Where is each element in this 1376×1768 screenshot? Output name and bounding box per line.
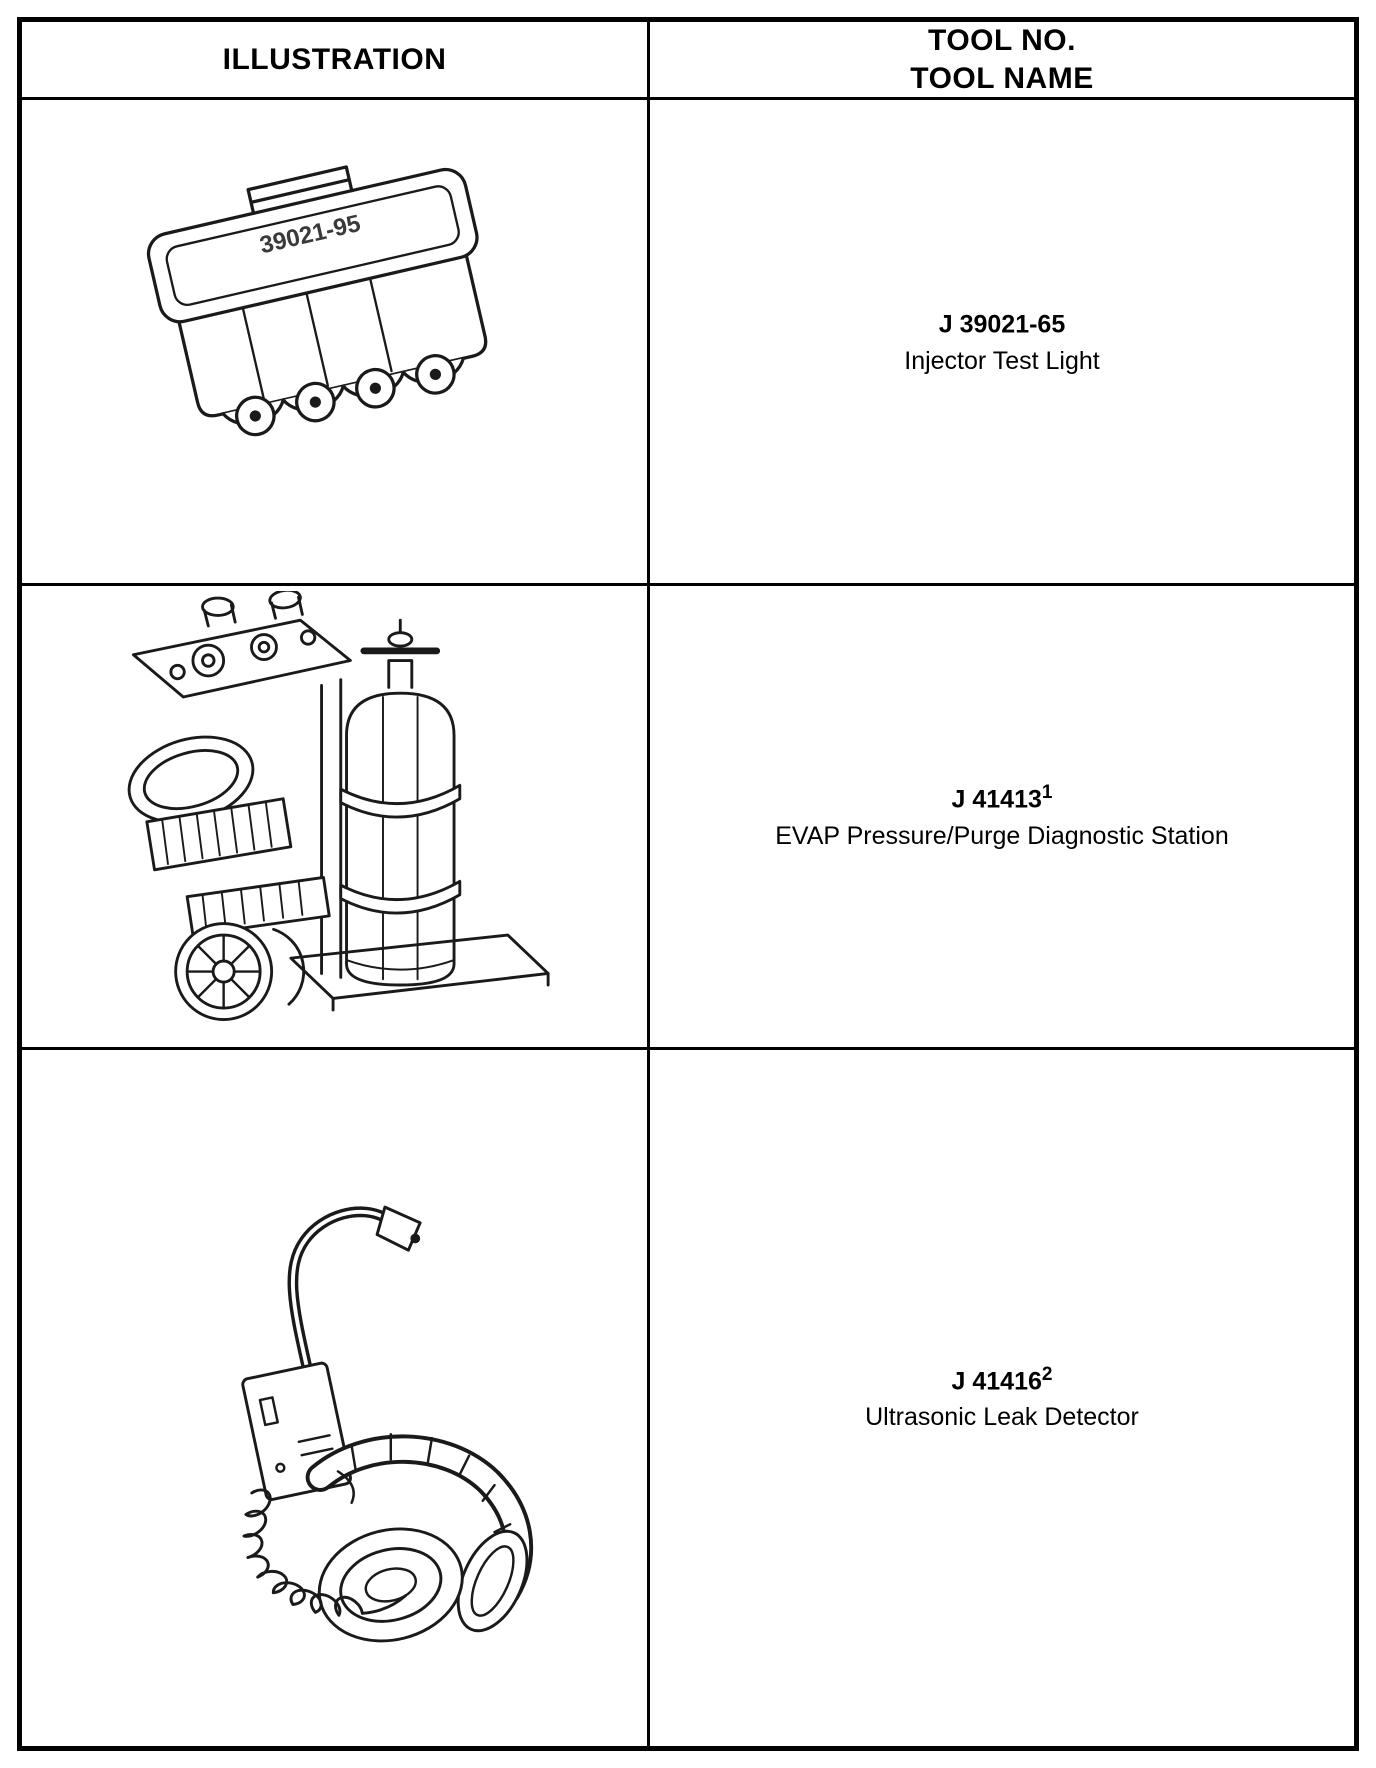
base-platform — [288, 933, 550, 1011]
cart-frame — [319, 677, 342, 979]
header-cell-tool: TOOL NO. TOOL NAME — [650, 22, 1354, 100]
control-panel — [131, 590, 352, 698]
connector-top-cap — [146, 164, 479, 323]
connector-body — [176, 252, 487, 417]
injector-test-light-illustration: 39021-95 — [146, 164, 487, 436]
tool-info: J 39021-65 Injector Test Light — [904, 304, 1099, 379]
cart-wheels — [173, 921, 305, 1021]
illustration-column-header: ILLUSTRATION — [222, 42, 447, 76]
hose-hanger-ring — [127, 735, 254, 824]
special-tools-table: ILLUSTRATION TOOL NO. TOOL NAME — [17, 17, 1359, 1751]
tool-no-header-line: TOOL NO. — [928, 24, 1076, 57]
coiled-cord — [242, 1488, 407, 1617]
tool-name: Injector Test Light — [904, 346, 1100, 375]
wire-seal-towers — [221, 353, 465, 436]
tool-cell-leak-detector: J 414162 Ultrasonic Leak Detector — [650, 1050, 1354, 1746]
footnote-marker: 2 — [1041, 1363, 1053, 1385]
footnote-marker: 1 — [1041, 782, 1053, 804]
evap-diagnostic-station-illustration — [127, 590, 550, 1021]
tool-name: Ultrasonic Leak Detector — [865, 1403, 1139, 1432]
tool-cell-evap-station: J 414131 EVAP Pressure/Purge Diagnostic … — [650, 586, 1354, 1050]
illustration-cell-evap-station — [22, 586, 650, 1050]
tool-number: J 414131 — [951, 782, 1053, 814]
headphones — [305, 1432, 533, 1643]
illustration-cell-leak-detector — [22, 1050, 650, 1746]
illustration-cell-injector-test-light: 39021-95 — [22, 100, 650, 586]
gas-cylinder — [344, 618, 455, 986]
tool-number: J 414162 — [951, 1363, 1053, 1395]
lower-shelf — [185, 875, 331, 937]
wire-basket — [144, 796, 292, 871]
header-cell-illustration: ILLUSTRATION — [22, 22, 650, 100]
ultrasonic-leak-detector-illustration — [240, 1205, 533, 1643]
tool-name: EVAP Pressure/Purge Diagnostic Station — [775, 821, 1229, 850]
tool-cell-injector-test-light: J 39021-65 Injector Test Light — [650, 100, 1354, 586]
gooseneck-probe — [287, 1205, 422, 1372]
tool-info: J 414162 Ultrasonic Leak Detector — [865, 1361, 1139, 1436]
tool-info: J 414131 EVAP Pressure/Purge Diagnostic … — [775, 779, 1228, 854]
tool-name-header-line: TOOL NAME — [910, 61, 1094, 95]
cylinder-straps — [338, 783, 461, 914]
tool-column-header: TOOL NO. TOOL NAME — [910, 22, 1093, 97]
tool-number: J 39021-65 — [938, 310, 1066, 339]
